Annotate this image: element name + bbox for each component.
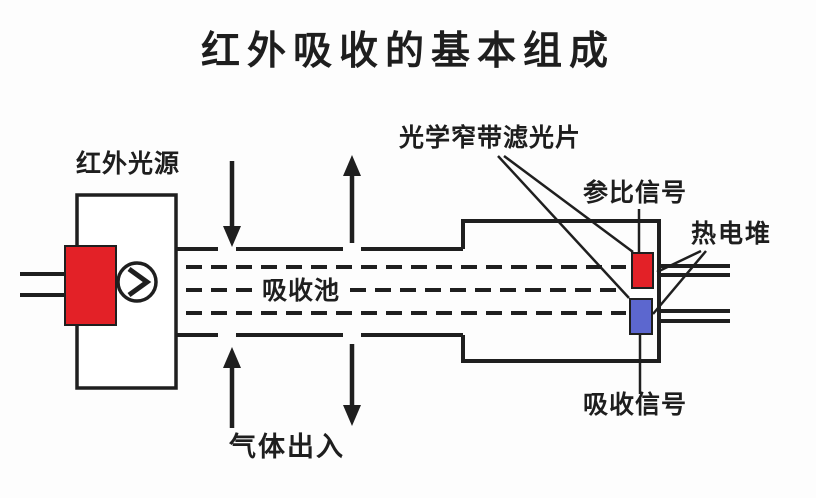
diagram-title: 红外吸收的基本组成 — [200, 29, 615, 74]
label-gas-flow: 气体出入 — [229, 432, 345, 463]
gas-arrow-up2-icon — [223, 347, 241, 368]
thermopile-leader-2 — [652, 250, 707, 315]
thermopile-leader-1 — [656, 249, 702, 274]
label-reference-signal: 参比信号 — [583, 178, 688, 207]
gas-arrow-down2-icon — [343, 405, 361, 426]
filter-leader-to-red — [503, 154, 634, 254]
chevron-right-icon — [127, 266, 152, 298]
detector-chamber-outline — [461, 219, 661, 363]
label-ir-source: 红外光源 — [76, 149, 181, 178]
reference-filter — [631, 252, 654, 289]
label-absorption-signal: 吸收信号 — [583, 390, 688, 419]
light-direction-icon — [116, 261, 158, 303]
label-optical-filter: 光学窄带滤光片 — [399, 123, 582, 152]
label-absorption-cell: 吸收池 — [262, 276, 341, 305]
label-thermopile: 热电堆 — [691, 219, 773, 248]
filter-leader-to-blue — [497, 155, 630, 299]
absorption-filter — [629, 298, 653, 335]
stroke-group — [20, 154, 730, 428]
ir-source-emitter — [64, 245, 117, 326]
gas-arrow-down-icon — [223, 226, 241, 247]
gas-arrow-up-icon — [343, 155, 361, 176]
